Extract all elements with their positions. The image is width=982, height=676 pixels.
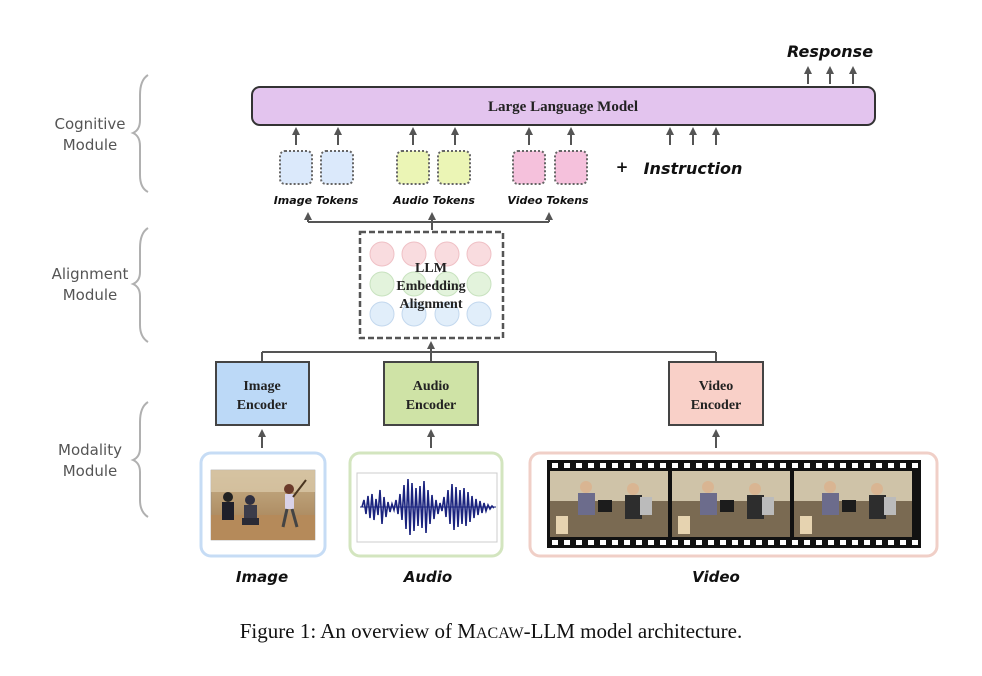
video-frame	[794, 471, 912, 537]
audio-input-panel	[348, 451, 504, 558]
alignment-label-line1: Alignment	[52, 265, 129, 283]
caption-prefix: Figure 1: An overview of M	[240, 619, 477, 643]
waveform-icon	[360, 478, 496, 536]
caption-smallcaps: ACAW	[476, 625, 525, 642]
alignment-line3: Alignment	[400, 297, 463, 312]
audio-encoder: Audio Encoder	[383, 361, 479, 426]
image-token	[320, 150, 354, 185]
video-input-label: Video	[692, 568, 740, 586]
brace-icon	[130, 74, 149, 193]
audio-token	[396, 150, 430, 185]
image-encoder-line2: Encoder	[237, 398, 288, 413]
alignment-to-tokens-connector	[304, 212, 553, 230]
audio-input-label: Audio	[403, 568, 452, 586]
encoders-to-alignment-connector	[261, 341, 717, 362]
video-encoder-line2: Encoder	[691, 398, 742, 413]
image-encoder: Image Encoder	[215, 361, 310, 426]
brace-icon	[130, 401, 149, 518]
instruction-label: Instruction	[644, 159, 743, 178]
llm-label: Large Language Model	[488, 99, 638, 115]
video-frame	[672, 471, 790, 537]
alignment-line2: Embedding	[396, 279, 465, 294]
video-encoder-line1: Video	[699, 379, 733, 394]
video-frame	[550, 471, 668, 537]
response-arrows	[804, 66, 857, 84]
image-tokens-label: Image Tokens	[274, 194, 359, 207]
modality-module-label: Modality Module	[58, 401, 149, 518]
plus-sign: +	[616, 158, 629, 176]
video-tokens: Video Tokens	[507, 150, 589, 207]
embedding-circles	[369, 241, 492, 327]
input-arrows	[258, 429, 720, 448]
image-input-panel	[199, 451, 327, 558]
image-tokens: Image Tokens	[274, 150, 359, 207]
audio-encoder-line2: Encoder	[406, 398, 457, 413]
video-encoder: Video Encoder	[668, 361, 764, 426]
film-strip-icon	[547, 460, 921, 548]
image-encoder-line1: Image	[243, 379, 280, 394]
figure-caption: Figure 1: An overview of MACAW-LLM model…	[240, 619, 743, 643]
modality-label-line2: Module	[63, 462, 118, 480]
video-token	[554, 150, 588, 185]
token-arrows	[292, 127, 720, 145]
alignment-line1: LLM	[415, 261, 447, 276]
cognitive-module-label: Cognitive Module	[54, 74, 149, 193]
audio-tokens-label: Audio Tokens	[392, 194, 475, 207]
video-token	[512, 150, 546, 185]
audio-token	[437, 150, 471, 185]
video-tokens-label: Video Tokens	[507, 194, 589, 207]
alignment-module-label: Alignment Module	[52, 227, 149, 343]
image-input-label: Image	[236, 568, 288, 586]
alignment-label-line2: Module	[63, 286, 118, 304]
cognitive-label-line2: Module	[63, 136, 118, 154]
caption-suffix: -LLM model architecture.	[524, 619, 743, 643]
alignment-box: LLM Embedding Alignment	[358, 230, 505, 340]
audio-tokens: Audio Tokens	[392, 150, 475, 207]
modality-label-line1: Modality	[58, 441, 122, 459]
video-input-panel	[528, 451, 939, 558]
image-token	[279, 150, 313, 185]
brace-icon	[130, 227, 149, 343]
photo-icon	[210, 469, 316, 541]
cognitive-label-line1: Cognitive	[54, 115, 125, 133]
response-label: Response	[787, 42, 873, 61]
llm-box: Large Language Model	[251, 86, 876, 126]
audio-encoder-line1: Audio	[413, 379, 450, 394]
